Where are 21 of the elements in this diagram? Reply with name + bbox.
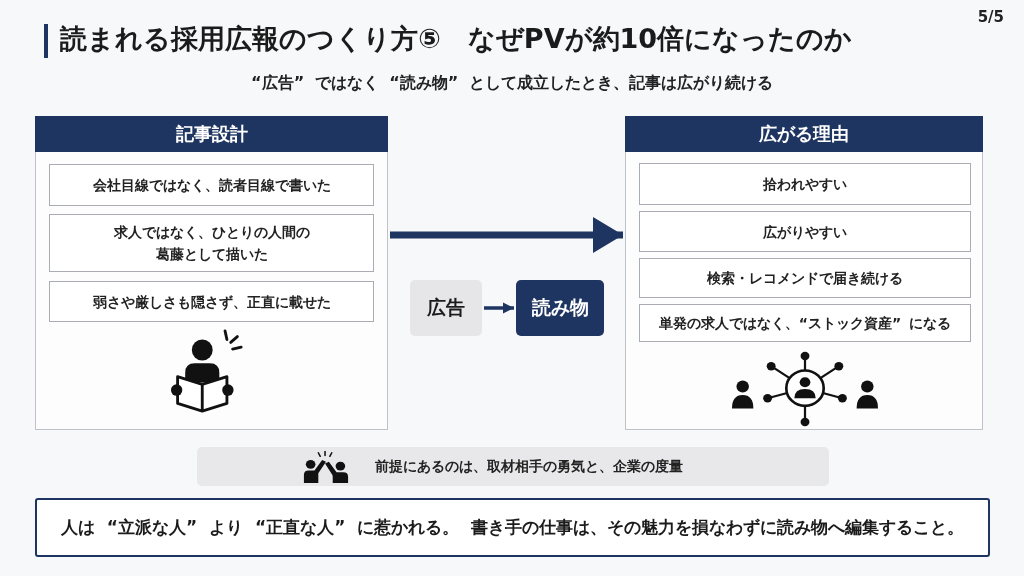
point-card: 検索・レコメンドで届き続ける (639, 258, 971, 298)
content-panel (625, 116, 983, 430)
arrow (390, 217, 623, 253)
content-panel (35, 116, 388, 430)
point-card: 会社目線ではなく、読者目線で書いた (49, 164, 374, 206)
arrow (484, 302, 514, 314)
premise-text: 前提にあるのは、取材相手の勇気と、企業の度量 (375, 457, 683, 476)
point-card: 広がりやすい (639, 211, 971, 252)
panel-header: 広がる理由 (625, 116, 983, 152)
premise-banner (197, 447, 829, 486)
category-tile: 広告 (410, 280, 482, 336)
point-card: 単発の求人ではなく、“ストック資産” になる (639, 304, 971, 342)
conclusion-panel: 人は “立派な人” より “正直な人” に惹かれる。 書き手の仕事は、その魅力を損なわずに読み物へ編集すること。 (35, 498, 990, 557)
page-number: 5/5 (977, 8, 1004, 26)
point-card: 弱さや厳しさも隠さず、正直に載せた (49, 281, 374, 322)
panel-header: 記事設計 (35, 116, 388, 152)
slide-title: 読まれる採用広報のつくり方⑤ なぜPVが約10倍になったのか (60, 22, 853, 56)
subtitle: “広告” ではなく “読み物” として成立したとき、記事は広がり続ける (250, 73, 774, 94)
point-card: 拾われやすい (639, 163, 971, 205)
point-card: 求人ではなく、ひとりの人間の葛藤として描いた (49, 214, 374, 272)
category-tile: 読み物 (516, 280, 604, 336)
